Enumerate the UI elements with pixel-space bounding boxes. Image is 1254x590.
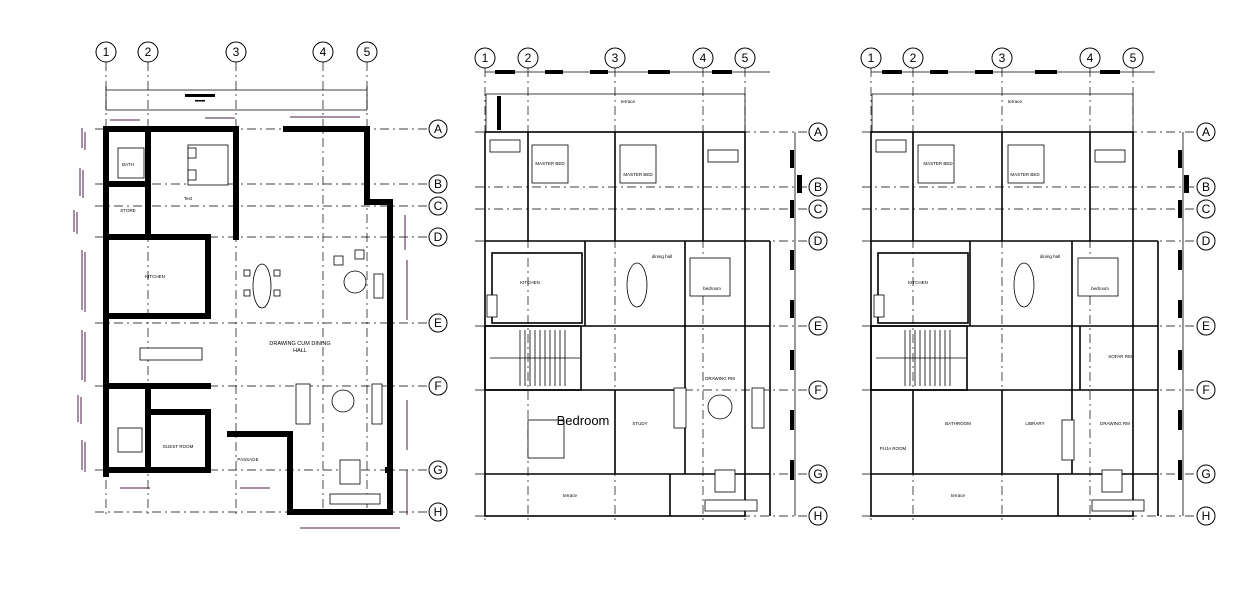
svg-text:PUJA ROOM: PUJA ROOM	[880, 446, 907, 451]
grid-col-2: 2	[910, 51, 917, 65]
grid-col-1: 1	[868, 51, 875, 65]
grid-row-E: E	[434, 316, 442, 330]
grid-row-D: D	[814, 234, 823, 248]
svg-text:terrace: terrace	[563, 493, 578, 498]
grid-row-C: C	[434, 199, 443, 213]
plan-2-column-bubbles: 1 2 3 4 5	[474, 47, 756, 69]
grid-row-G: G	[1201, 467, 1210, 481]
grid-row-H: H	[434, 505, 443, 519]
svg-text:STORE: STORE	[120, 208, 135, 213]
hall-label-line2: HALL	[293, 348, 307, 354]
grid-col-3: 3	[233, 45, 240, 59]
grid-row-B: B	[1202, 180, 1210, 194]
svg-text:DRAWING RM: DRAWING RM	[1100, 421, 1130, 426]
grid-col-4: 4	[1087, 51, 1094, 65]
grid-col-4: 4	[320, 45, 327, 59]
svg-text:bedroom: bedroom	[703, 286, 721, 291]
hall-label: DRAWING CUM DINING	[269, 341, 330, 347]
grid-row-G: G	[813, 467, 822, 481]
plan-1-room-labels: Text KITCHEN GUEST ROOM PASSAGE STORE BA…	[120, 162, 330, 462]
svg-text:KITCHEN: KITCHEN	[520, 280, 540, 285]
grid-row-B: B	[434, 177, 442, 191]
svg-text:MASTER BED: MASTER BED	[535, 161, 565, 166]
svg-text:terrace: terrace	[1008, 99, 1023, 104]
grid-row-C: C	[1202, 202, 1211, 216]
svg-text:MASTER BED: MASTER BED	[923, 161, 953, 166]
grid-row-F: F	[434, 379, 441, 393]
grid-col-3: 3	[999, 51, 1006, 65]
grid-row-A: A	[434, 122, 442, 136]
plan-1-row-bubbles: A B C D E F G H	[428, 119, 448, 522]
plan-3-furniture	[873, 139, 1145, 512]
svg-text:DRAWING RM: DRAWING RM	[705, 376, 735, 381]
plan-1-furniture	[117, 144, 384, 505]
plan-3-stairs	[876, 330, 966, 386]
grid-col-1: 1	[103, 45, 110, 59]
svg-text:LIBRARY: LIBRARY	[1025, 421, 1044, 426]
svg-text:bedroom: bedroom	[1091, 286, 1109, 291]
svg-text:MASTER BED: MASTER BED	[623, 172, 653, 177]
svg-text:STUDY: STUDY	[632, 421, 647, 426]
grid-row-C: C	[814, 202, 823, 216]
plan-2-row-bubbles: A B C D E F G H	[808, 122, 828, 526]
grid-col-4: 4	[700, 51, 707, 65]
plan-3: terrace	[860, 47, 1216, 526]
grid-row-F: F	[814, 383, 821, 397]
grid-row-A: A	[1202, 125, 1210, 139]
grid-row-B: B	[814, 180, 822, 194]
plan-3-dimension-marks: terrace	[871, 70, 1189, 516]
plan-2: terrace	[474, 47, 828, 526]
grid-col-5: 5	[1130, 51, 1137, 65]
grid-col-5: 5	[364, 45, 371, 59]
grid-col-2: 2	[145, 45, 152, 59]
grid-row-F: F	[1202, 383, 1209, 397]
bedroom-label: Bedroom	[557, 413, 610, 428]
grid-row-A: A	[814, 125, 822, 139]
grid-row-H: H	[1202, 509, 1211, 523]
grid-col-5: 5	[742, 51, 749, 65]
svg-text:PASSAGE: PASSAGE	[237, 457, 258, 462]
plan-3-room-labels: MASTER BED MASTER BED KITCHEN dining hal…	[880, 161, 1132, 498]
svg-text:KITCHEN: KITCHEN	[908, 280, 928, 285]
plan-3-column-bubbles: 1 2 3 4 5	[860, 47, 1144, 69]
svg-text:terrace: terrace	[951, 493, 966, 498]
svg-text:Text: Text	[184, 196, 193, 201]
plan-2-room-labels: MASTER BED MASTER BED KITCHEN dining hal…	[520, 161, 735, 498]
grid-col-1: 1	[482, 51, 489, 65]
svg-text:dining hall: dining hall	[652, 254, 672, 259]
plan-2-stairs	[490, 330, 580, 386]
svg-text:BATH: BATH	[122, 162, 134, 167]
plan-1-top-dimension	[105, 86, 368, 111]
plan-1-walls	[103, 126, 393, 515]
plan-3-walls	[870, 131, 1159, 517]
svg-text:MASTER BED: MASTER BED	[1010, 172, 1040, 177]
plan-2-furniture	[486, 139, 765, 512]
svg-text:terrace: terrace	[621, 99, 636, 104]
svg-text:BATHROOM: BATHROOM	[945, 421, 971, 426]
grid-row-D: D	[1202, 234, 1211, 248]
grid-row-H: H	[814, 509, 823, 523]
svg-text:KITCHEN: KITCHEN	[145, 274, 165, 279]
grid-row-D: D	[434, 230, 443, 244]
grid-row-E: E	[814, 319, 822, 333]
grid-row-E: E	[1202, 319, 1210, 333]
plan-1: Text KITCHEN GUEST ROOM PASSAGE STORE BA…	[73, 41, 448, 529]
grid-col-2: 2	[525, 51, 532, 65]
plan-2-dimension-marks: terrace	[485, 70, 802, 516]
grid-row-G: G	[433, 463, 442, 477]
plan-2-walls	[484, 131, 771, 517]
svg-text:SOFAR RM: SOFAR RM	[1108, 354, 1132, 359]
svg-text:dining hall: dining hall	[1040, 254, 1060, 259]
svg-text:GUEST ROOM: GUEST ROOM	[163, 444, 194, 449]
plan-3-row-bubbles: A B C D E F G H	[1196, 122, 1216, 526]
plan-1-hatch-marks	[73, 116, 408, 529]
grid-col-3: 3	[612, 51, 619, 65]
plan-1-column-bubbles: 1 2 3 4 5	[95, 41, 378, 63]
